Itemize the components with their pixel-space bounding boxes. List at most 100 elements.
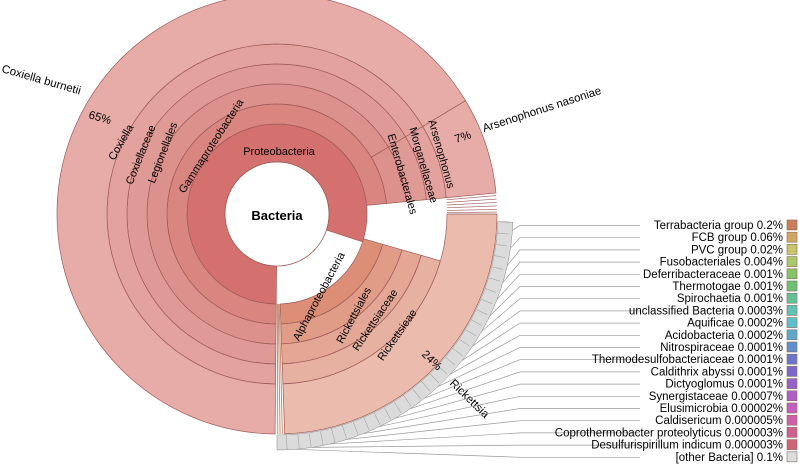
legend-label: Thermotogae 0.001% <box>672 281 783 293</box>
legend-leader <box>363 408 640 434</box>
legend-leader <box>507 249 640 266</box>
wedge-coxiella-burnetii[interactable] <box>56 0 467 435</box>
legend-label: Caldithrix abyssi 0.0001% <box>651 366 783 378</box>
legend-swatch <box>786 256 798 267</box>
minor-taxa-legend: Terrabacteria group 0.2%FCB group 0.06%P… <box>294 219 798 464</box>
tiny-wedge-edge <box>446 205 497 209</box>
legend-swatch <box>786 317 798 328</box>
legend-label: Caldisericum 0.000005% <box>655 415 783 427</box>
legend-row[interactable]: Synergistaceae 0.00007% <box>379 390 798 427</box>
legend-row[interactable]: Thermotogae 0.001% <box>489 280 798 316</box>
legend-label: Elusimicrobia 0.00002% <box>660 403 783 415</box>
legend-row[interactable]: [other Bacteria] 0.1% <box>294 448 798 464</box>
label-arsenophonus-nasoniae: Arsenophonus nasoniae <box>481 85 603 135</box>
tiny-wedge-edge <box>446 195 497 201</box>
legend-label: unclassified Bacteria 0.0003% <box>629 305 783 317</box>
legend-swatch <box>786 219 798 231</box>
tiny-wedge-edge <box>446 202 497 206</box>
legend-label: Thermodesulfobacteriaceae 0.0001% <box>592 354 783 366</box>
legend-leader <box>489 286 640 316</box>
legend-label: Fusobacteriales 0.004% <box>660 257 783 269</box>
legend-leader <box>461 322 640 361</box>
minor-taxa-fan[interactable] <box>276 221 514 451</box>
center-hole[interactable] <box>224 161 330 267</box>
wedge-layer <box>56 0 498 435</box>
legend-swatch <box>786 280 798 292</box>
legend-leader <box>379 395 640 427</box>
legend-label: [other Bacteria] 0.1% <box>676 452 783 464</box>
legend-row[interactable]: FCB group 0.06% <box>510 231 798 249</box>
center-layer: Bacteria <box>224 161 330 267</box>
wedge-rickettsia[interactable] <box>282 213 498 435</box>
legend-leader <box>510 237 640 249</box>
legend-swatch <box>786 402 798 414</box>
tiny-wedge-edge <box>446 198 497 203</box>
legend-leader <box>395 383 640 419</box>
legend-swatch <box>786 439 798 450</box>
legend-leader <box>472 310 640 347</box>
legend-leader <box>512 225 640 231</box>
legend-leader <box>496 273 640 300</box>
legend-leader <box>329 432 640 445</box>
legend-label: Synergistaceae 0.00007% <box>649 391 783 403</box>
legend-leader <box>450 334 640 375</box>
wedge-arsenophonus-nasoniae[interactable] <box>422 100 497 199</box>
legend-label: Coprothermobacter proteolyticus 0.000003… <box>555 427 783 439</box>
legend-row[interactable]: Caldisericum 0.000005% <box>346 414 798 440</box>
legend-leader <box>424 359 640 399</box>
legend-swatch <box>786 366 798 377</box>
legend-leader <box>312 444 640 448</box>
legend-label: Aquificae 0.0002% <box>687 318 783 330</box>
legend-swatch <box>786 427 798 438</box>
tiny-wedge-edge <box>446 209 497 211</box>
legend-swatch <box>786 292 798 304</box>
legend-swatch <box>786 451 798 463</box>
legend-leader <box>410 371 640 410</box>
legend-label: Spirochaetia 0.001% <box>677 293 783 305</box>
legend-row[interactable]: Nitrospiraceae 0.0001% <box>437 341 798 387</box>
legend-label: Dictyoglomus 0.0001% <box>665 379 783 391</box>
label-coxiella-burnetii: Coxiella burnetii <box>0 63 82 97</box>
legend-row[interactable]: PVC group 0.02% <box>507 244 798 266</box>
legend-swatch <box>786 414 798 426</box>
label-proteobacteria: Proteobacteria <box>243 146 315 158</box>
legend-row[interactable]: Dictyoglomus 0.0001% <box>395 378 798 419</box>
legend-swatch <box>786 353 798 365</box>
legend-row[interactable]: Desulfurispirillum indicum 0.000003% <box>312 439 798 452</box>
legend-row[interactable]: unclassified Bacteria 0.0003% <box>472 305 798 347</box>
legend-leader <box>294 448 640 458</box>
legend-swatch <box>786 305 798 316</box>
legend-row[interactable]: Terrabacteria group 0.2% <box>512 219 798 232</box>
legend-row[interactable]: Caldithrix abyssi 0.0001% <box>410 366 798 410</box>
minor-wedge-edge <box>278 303 283 434</box>
legend-leader <box>481 298 640 332</box>
legend-row[interactable]: Elusimicrobia 0.00002% <box>363 402 798 434</box>
legend-swatch <box>786 268 798 280</box>
legend-row[interactable]: Thermodesulfobacteriaceae 0.0001% <box>424 353 798 399</box>
legend-swatch <box>786 390 798 402</box>
minor-taxa-fan-layer <box>276 195 514 451</box>
root-label: Bacteria <box>251 208 303 223</box>
legend-row[interactable]: Deferribacteraceae 0.001% <box>496 268 798 300</box>
legend-swatch <box>786 231 798 243</box>
legend-leader <box>502 261 640 283</box>
legend-swatch <box>786 378 798 389</box>
legend-label: Terrabacteria group 0.2% <box>654 220 783 232</box>
legend-label: FCB group 0.06% <box>692 232 783 244</box>
legend-row[interactable]: Coprothermobacter proteolyticus 0.000003… <box>329 427 798 445</box>
legend-row[interactable]: Fusobacteriales 0.004% <box>502 256 798 283</box>
legend-label: Nitrospiraceae 0.0001% <box>660 342 783 354</box>
legend-label: Acidobacteria 0.0002% <box>665 330 783 342</box>
legend-leader <box>437 347 640 387</box>
legend-label: Deferribacteraceae 0.001% <box>643 269 783 281</box>
legend-label: PVC group 0.02% <box>691 244 783 256</box>
legend-row[interactable]: Acidobacteria 0.0002% <box>450 329 798 375</box>
legend-row[interactable]: Aquificae 0.0002% <box>461 317 798 361</box>
minor-wedge-edge <box>277 303 281 434</box>
legend-swatch <box>786 244 798 255</box>
legend-leader <box>346 420 640 440</box>
legend-label: Desulfurispirillum indicum 0.000003% <box>591 440 783 452</box>
legend-swatch <box>786 341 798 353</box>
legend-row[interactable]: Spirochaetia 0.001% <box>481 292 798 332</box>
